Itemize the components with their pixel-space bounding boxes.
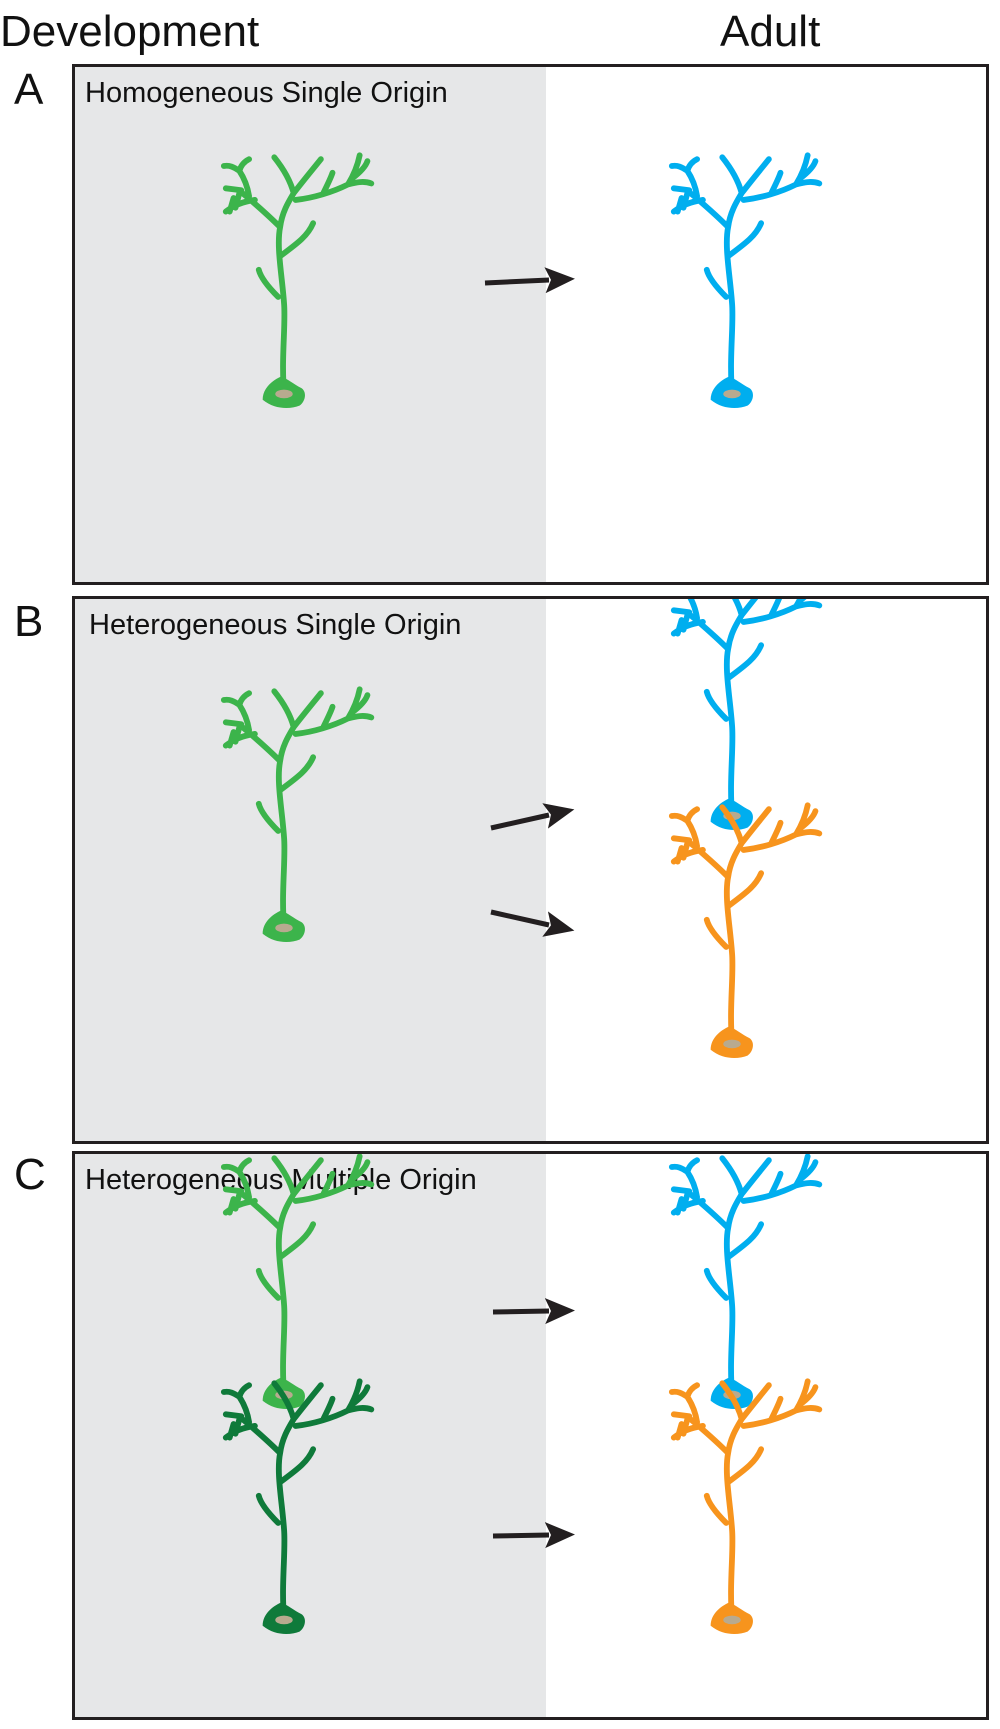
development-region [75, 67, 546, 582]
arrow-to-blue [490, 803, 575, 831]
panel-c-letter: C [14, 1150, 46, 1199]
neuron-adult-orange [672, 805, 819, 1058]
neuron-adult-blue [672, 155, 819, 408]
panel-b-title: Heterogeneous Single Origin [89, 609, 462, 641]
arrow-top [492, 1298, 575, 1325]
arrow [484, 267, 575, 294]
neuron-development-green [224, 155, 371, 408]
development-region [75, 1154, 546, 1717]
neuron-development-green [224, 1156, 371, 1409]
neuron-adult-blue [672, 1156, 819, 1409]
panel-a-letter: A [14, 65, 44, 114]
panel-a: Homogeneous Single Origin [72, 64, 989, 585]
arrow-bottom [492, 1522, 575, 1549]
panel-b-letter: B [14, 597, 44, 646]
development-region [75, 599, 546, 1141]
panel-a-title: Homogeneous Single Origin [85, 77, 448, 109]
arrow-to-orange [490, 909, 575, 937]
neuron-development-dark-green [224, 1381, 371, 1634]
panel-c: Heterogeneous Multiple Origin [72, 1151, 989, 1720]
neuron-development-green [224, 689, 371, 942]
panel-b: Heterogeneous Single Origin [72, 596, 989, 1144]
neuron-adult-orange [672, 1381, 819, 1634]
development-column-header: Development [0, 7, 260, 56]
adult-column-header: Adult [720, 7, 821, 56]
neuron-adult-blue [672, 599, 819, 830]
